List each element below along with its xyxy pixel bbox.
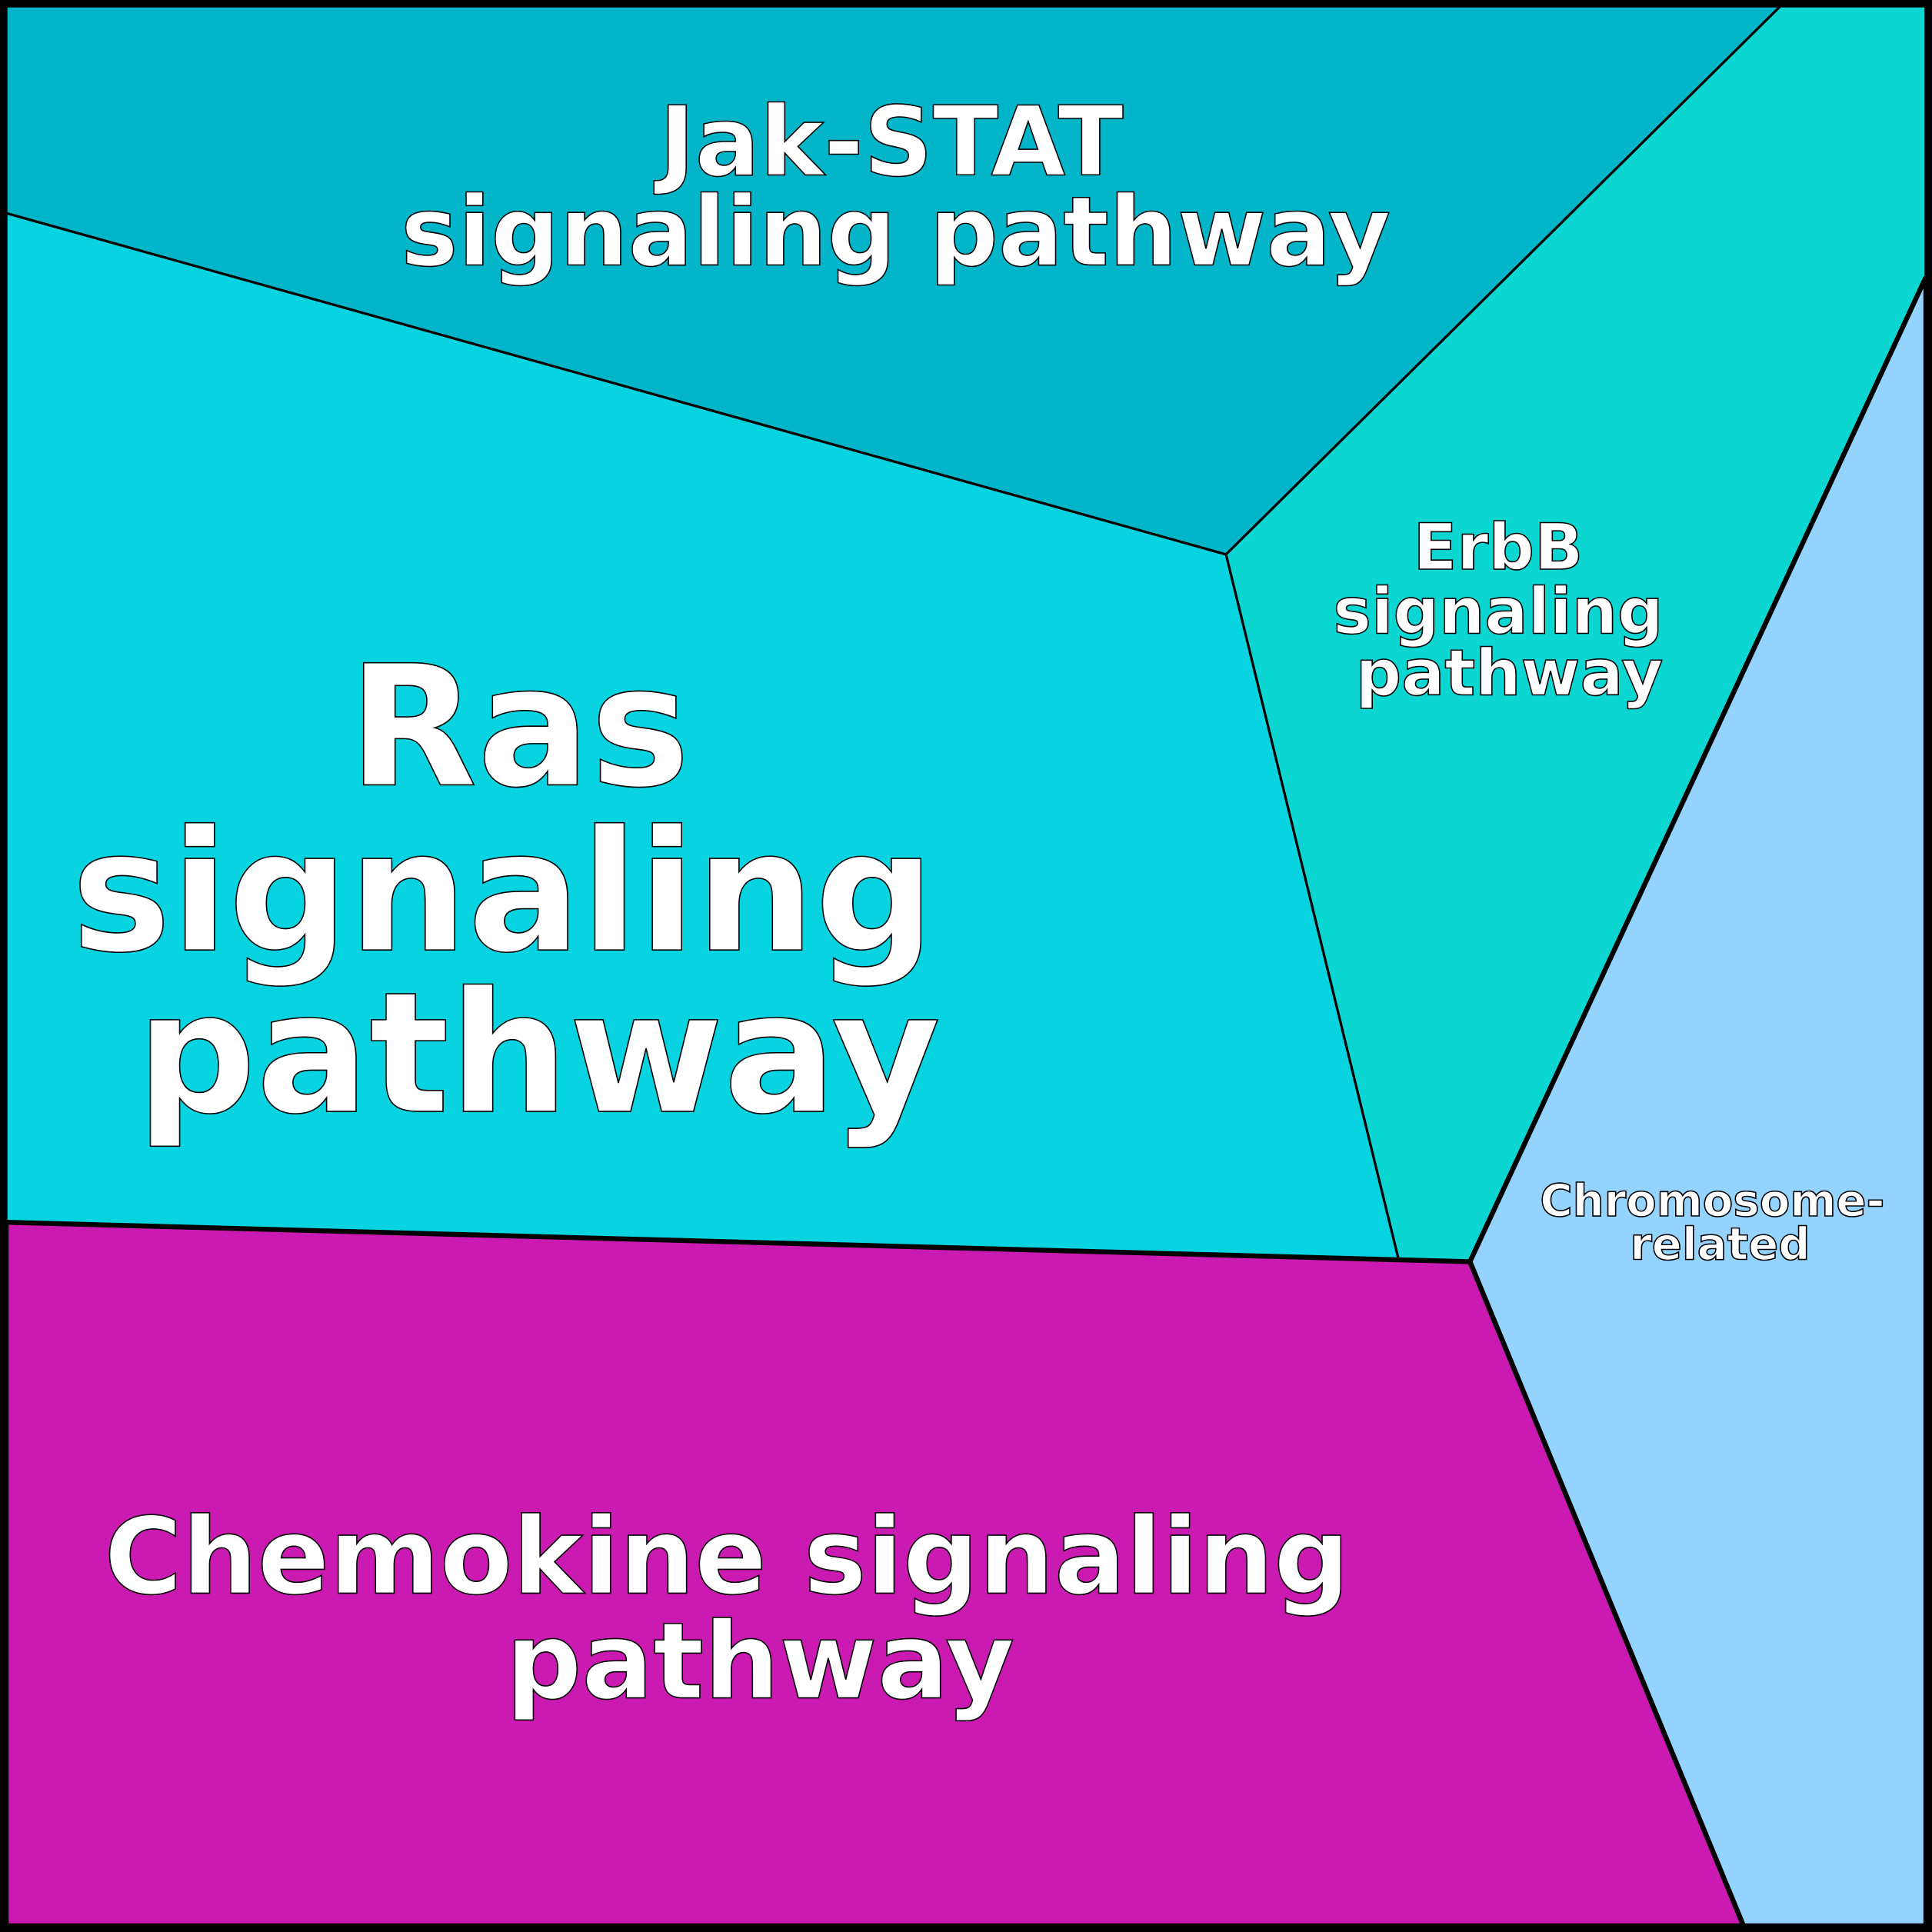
label-chemokine: Chemokine signaling pathway [105,1495,1387,1723]
label-chromosome-related: Chromosome- related [1540,1174,1900,1270]
label-erbb: ErbB signaling pathway [1333,510,1685,710]
label-jak-stat: Jak-STAT signaling pathway [401,86,1391,288]
label-ras: Ras signaling pathway [72,631,994,1152]
